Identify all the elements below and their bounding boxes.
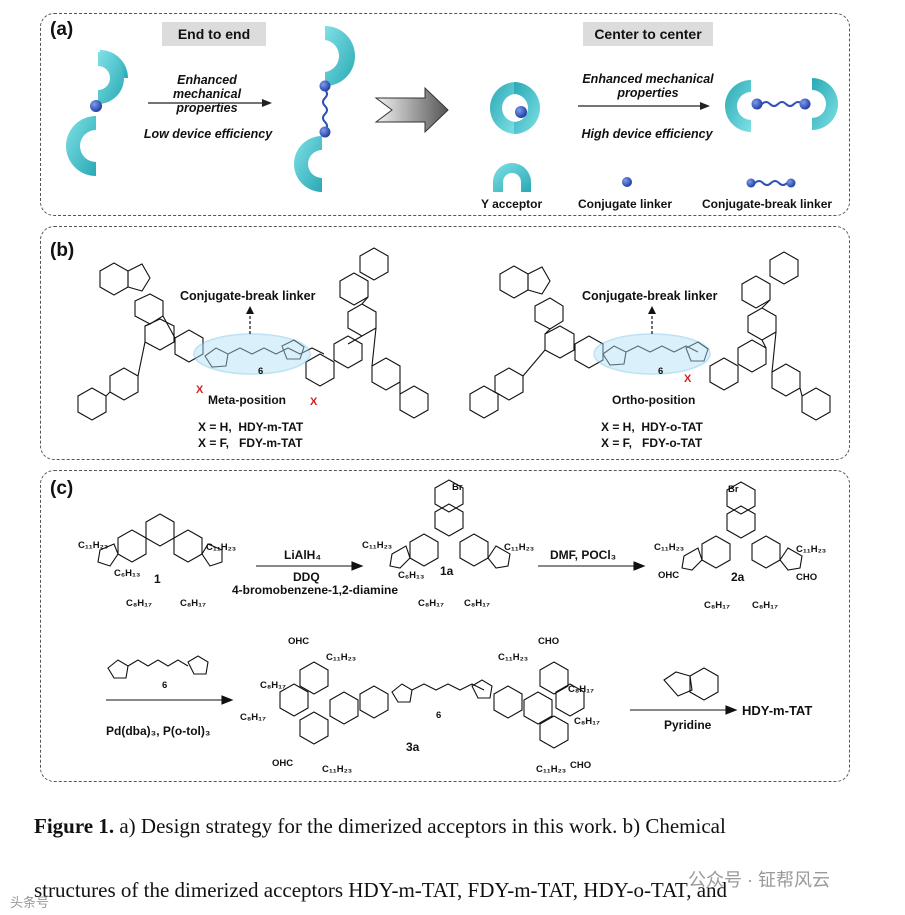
c1-alkyl-left: C₁₁H₂₃ (78, 540, 109, 551)
figure-number: Figure 1. (34, 814, 115, 838)
left-arrow-top-text: Enhanced mechanical properties (172, 73, 242, 115)
c1a-alkyl-left: C₁₁H₂₃ (362, 540, 393, 551)
c1-octyl-2: C₈H₁₇ (180, 598, 206, 609)
end-to-end-header: End to end (162, 22, 266, 46)
c2a-alkyl-right: C₁₁H₂₃ (796, 544, 827, 555)
c3a-octyl-2: C₈H₁₇ (240, 712, 266, 723)
reagent-lialh4: LiAlH₄ (284, 548, 322, 562)
compound-1a-label: 1a (440, 564, 454, 578)
panel-b-structures (77, 247, 831, 421)
c2a-ohc: OHC (658, 570, 680, 581)
x-mark-left-1: X (196, 384, 204, 396)
fdy-m-tat-label: X = F, FDY-m-TAT (198, 436, 303, 450)
panel-a (40, 13, 850, 216)
figure-caption-line-2: structures of the dimerized acceptors HD… (34, 878, 864, 903)
tin-six: 6 (162, 680, 168, 691)
c1a-alkyl-right: C₁₁H₂₃ (504, 542, 535, 553)
panel-a-drawing (66, 26, 838, 192)
c2a-octyl-2: C₈H₁₇ (752, 600, 778, 611)
c3a-alkyl-1: C₁₁H₂₃ (326, 652, 357, 663)
y-acceptor-shape (66, 116, 96, 176)
c3a-octyl-4: C₈H₁₇ (568, 684, 594, 695)
linker-label-right: Conjugate-break linker (582, 289, 718, 303)
compound-3a-label: 3a (406, 740, 420, 754)
c3a-octyl-1: C₈H₁₇ (260, 680, 286, 691)
c1a-octyl-1: C₈H₁₇ (418, 598, 444, 609)
c3a-cho-top: CHO (538, 636, 560, 647)
watermark-right: 公众号 · 钲帮风云 (688, 870, 830, 890)
panel-b (40, 226, 850, 460)
c3a-alkyl-3: C₁₁H₂₃ (322, 764, 353, 775)
c3a-cho-bottom: CHO (570, 760, 592, 771)
linker-label-left: Conjugate-break linker (180, 289, 316, 303)
c1a-hexyl: C₆H₁₃ (398, 570, 425, 581)
c1a-octyl-2: C₈H₁₇ (464, 598, 490, 609)
legend-conjugate-break-linker-label: Conjugate-break linker (702, 197, 833, 211)
ortho-position-label: Ortho-position (612, 393, 696, 407)
reagent-dmf-pocl3: DMF, POCl₃ (550, 548, 617, 562)
c2a-br: Br (728, 484, 739, 495)
linker-highlight-right (593, 333, 711, 375)
c3a-alkyl-2: C₁₁H₂₃ (498, 652, 529, 663)
legend-y-acceptor-icon (493, 163, 531, 192)
x-mark-right: X (684, 373, 692, 385)
c1-alkyl-right: C₁₁H₂₃ (206, 542, 237, 553)
c2a-alkyl-left: C₁₁H₂₃ (654, 542, 685, 553)
panel-c (40, 470, 850, 782)
c2a-octyl-1: C₈H₁₇ (704, 600, 730, 611)
hdy-m-tat-label: X = H, HDY-m-TAT (198, 420, 304, 434)
fdy-o-tat-label: X = F, FDY-o-TAT (601, 436, 703, 450)
left-arrow-bottom-text: Low device efficiency (143, 127, 273, 141)
reagent-diamine: 4-bromobenzene-1,2-diamine (232, 583, 399, 597)
caption-text-2: structures of the dimerized acceptors HD… (34, 878, 728, 902)
right-arrow-bottom-text: High device efficiency (581, 127, 713, 141)
reagent-pyridine: Pyridine (664, 718, 712, 732)
panel-a-label: (a) (50, 19, 74, 40)
legend-conjugate-linker-icon (622, 177, 632, 187)
repeat-count-left: 6 (258, 366, 264, 377)
legend-conjugate-linker-label: Conjugate linker (578, 197, 673, 211)
hdy-o-tat-label: X = H, HDY-o-TAT (601, 420, 703, 434)
c1a-br: Br (452, 482, 463, 493)
watermark-left: 头条号 (10, 895, 50, 910)
c3a-ohc-bottom: OHC (272, 758, 294, 769)
compound-2a-label: 2a (731, 570, 745, 584)
c3a-octyl-3: C₈H₁₇ (574, 716, 600, 727)
caption-text-1: a) Design strategy for the dimerized acc… (114, 814, 726, 838)
c3a-alkyl-4: C₁₁H₂₃ (536, 764, 567, 775)
big-transition-arrow (374, 86, 449, 134)
c1-octyl-1: C₈H₁₇ (126, 598, 152, 609)
c3a-ohc-top: OHC (288, 636, 310, 647)
conjugate-linker-dot (90, 100, 102, 112)
center-to-center-header: Center to center (583, 22, 713, 46)
right-arrow-top-text: Enhanced mechanical properties (582, 72, 714, 100)
panel-b-label: (b) (50, 240, 75, 261)
panel-c-label: (c) (50, 478, 74, 499)
linker-highlight-left (193, 333, 311, 375)
legend-y-acceptor-label: Y acceptor (481, 197, 543, 211)
c2a-cho: CHO (796, 572, 818, 583)
compound-1-label: 1 (154, 572, 161, 586)
c1-hexyl: C₆H₁₃ (114, 568, 141, 579)
reagent-pd: Pd(dba)₃, P(o-tol)₃ (106, 724, 211, 738)
product-label: HDY-m-TAT (742, 703, 813, 718)
meta-position-label: Meta-position (208, 393, 286, 407)
reagent-ddq: DDQ (293, 570, 320, 584)
x-mark-left-2: X (310, 396, 318, 408)
panel-c-scheme (97, 479, 803, 749)
figure-caption-line-1: Figure 1. a) Design strategy for the dim… (34, 814, 864, 839)
c3a-six: 6 (436, 710, 442, 721)
repeat-count-right: 6 (658, 366, 664, 377)
